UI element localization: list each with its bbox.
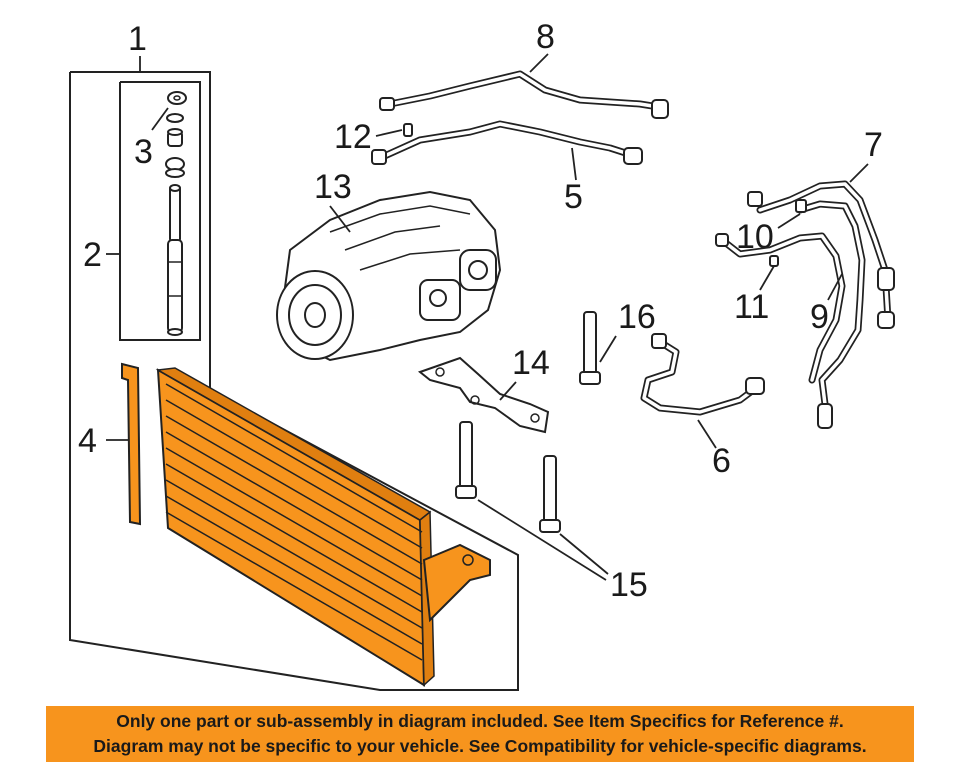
ac-compressor bbox=[276, 190, 502, 362]
ac-line-7 bbox=[747, 180, 895, 329]
leader-6 bbox=[697, 419, 717, 449]
assembly-outline bbox=[69, 71, 519, 691]
parts-diagram: 1 2 3 4 bbox=[69, 18, 895, 691]
bracket-14 bbox=[417, 356, 550, 434]
callout-8: 8 bbox=[536, 18, 555, 56]
callout-6: 6 bbox=[712, 442, 731, 480]
callout-12: 12 bbox=[334, 118, 372, 156]
bolt-15a bbox=[455, 421, 477, 499]
callout-16: 16 bbox=[618, 298, 656, 336]
disclaimer-line-2: Diagram may not be specific to your vehi… bbox=[93, 736, 867, 756]
callout-15: 15 bbox=[610, 566, 648, 604]
leader-9 bbox=[827, 273, 843, 301]
leader-7 bbox=[849, 163, 869, 183]
callout-13: 13 bbox=[314, 168, 352, 206]
leader-12 bbox=[375, 129, 403, 137]
leader-5 bbox=[571, 147, 577, 181]
callout-7: 7 bbox=[864, 126, 883, 164]
disclaimer-banner: Only one part or sub-assembly in diagram… bbox=[46, 706, 914, 762]
leader-14 bbox=[499, 381, 517, 401]
callout-14: 14 bbox=[512, 344, 550, 382]
condenser bbox=[155, 367, 491, 687]
receiver-drier-box bbox=[119, 81, 201, 341]
leader-13 bbox=[329, 205, 351, 233]
ac-line-8 bbox=[379, 70, 669, 119]
ac-line-5 bbox=[371, 120, 643, 165]
leader-16 bbox=[599, 335, 617, 363]
callout-5: 5 bbox=[564, 178, 583, 216]
leader-10 bbox=[777, 213, 801, 229]
leader-15b bbox=[559, 533, 609, 575]
callout-4: 4 bbox=[78, 422, 97, 460]
bolt-15b bbox=[539, 455, 561, 533]
callout-3: 3 bbox=[134, 133, 153, 171]
condenser-side-bracket bbox=[121, 362, 142, 526]
callout-1: 1 bbox=[128, 20, 147, 58]
leader-11 bbox=[759, 265, 775, 291]
callout-2: 2 bbox=[83, 236, 102, 274]
ac-line-10 bbox=[795, 199, 866, 429]
callout-9: 9 bbox=[810, 298, 829, 336]
leader-3 bbox=[151, 107, 169, 131]
receiver-drier-parts bbox=[165, 91, 187, 336]
leader-15a bbox=[477, 499, 607, 581]
bolt-16 bbox=[579, 311, 601, 385]
disclaimer-line-1: Only one part or sub-assembly in diagram… bbox=[116, 711, 844, 731]
ac-line-9 bbox=[715, 232, 846, 384]
ac-line-6 bbox=[640, 333, 765, 416]
callout-11: 11 bbox=[734, 288, 769, 326]
leader-8 bbox=[529, 53, 549, 73]
